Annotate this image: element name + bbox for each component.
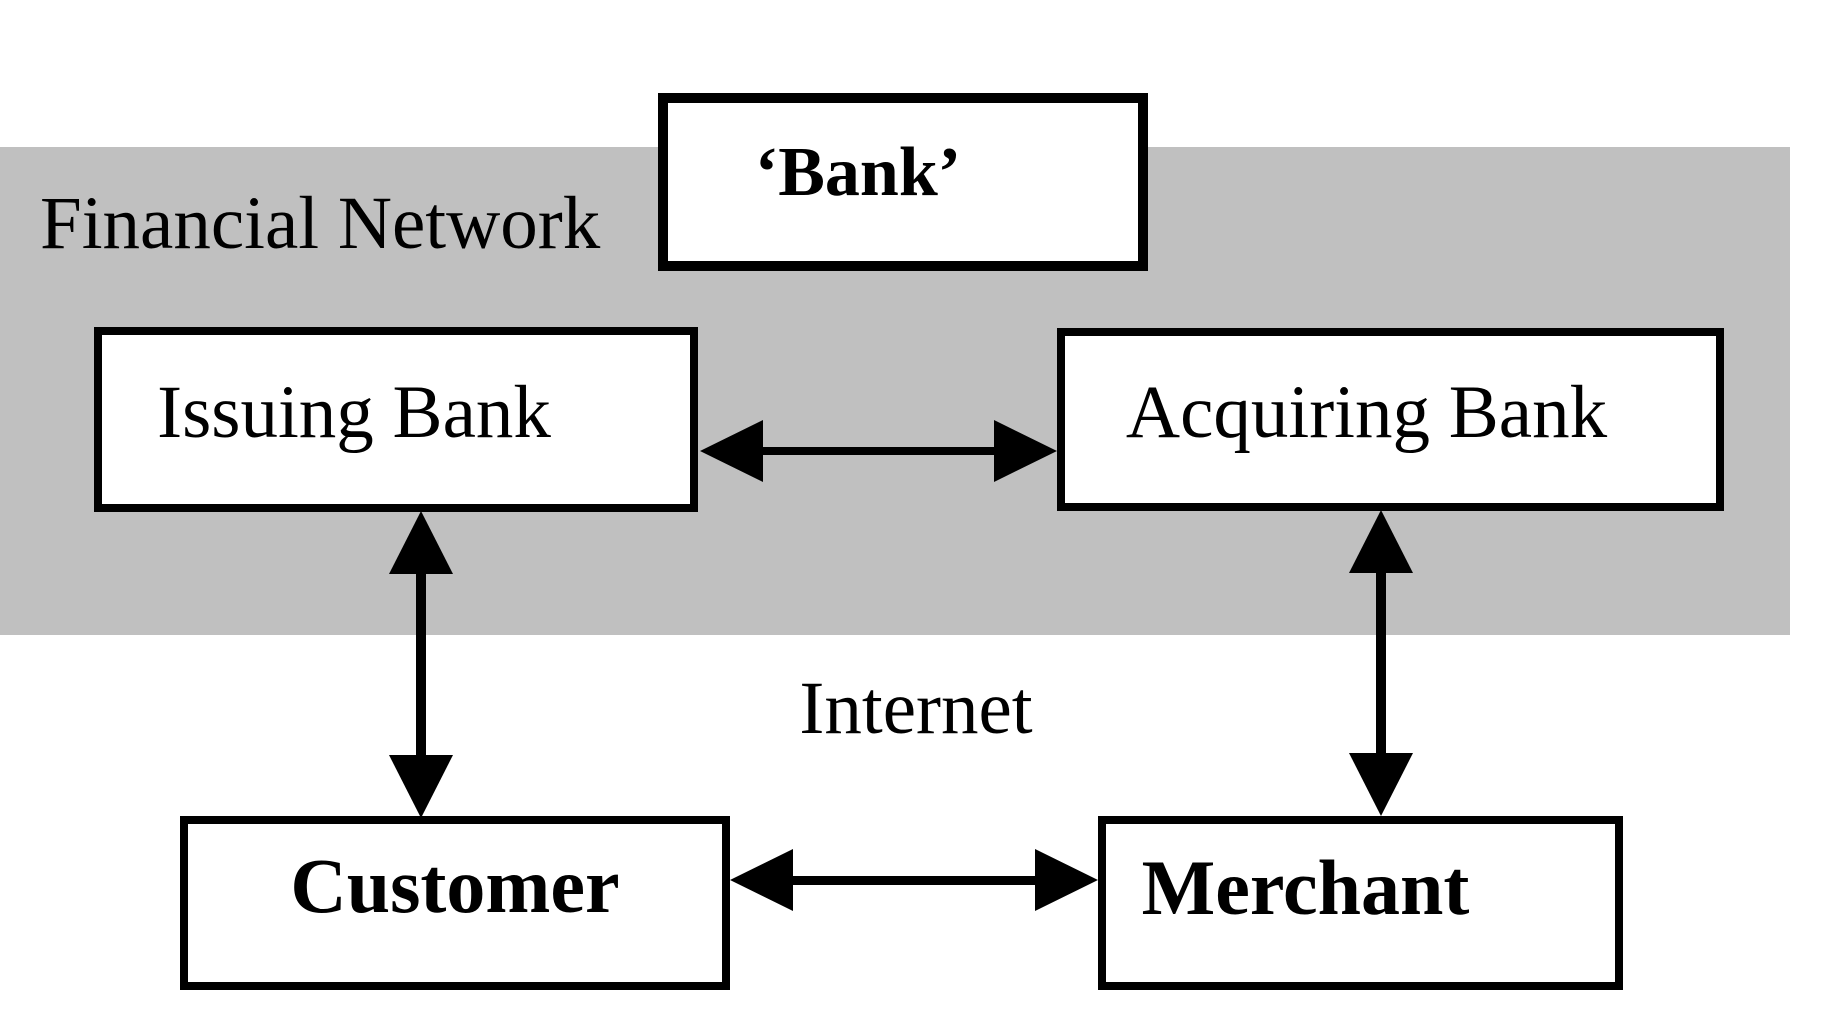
customer-node: Customer — [180, 816, 730, 990]
arrow-shaft — [745, 447, 1012, 455]
arrow-shaft — [775, 876, 1053, 885]
bank-node-label: ‘Bank’ — [754, 134, 962, 211]
arrowhead-east-icon — [1035, 849, 1098, 911]
acquiring-bank-node-label: Acquiring Bank — [1125, 371, 1608, 454]
issuing-bank-node: Issuing Bank — [94, 327, 698, 512]
arrowhead-south-icon — [1349, 753, 1413, 816]
financial-network-label: Financial Network — [40, 182, 601, 265]
merchant-node: Merchant — [1098, 816, 1623, 990]
merchant-node-label: Merchant — [1141, 844, 1470, 931]
bank-node: ‘Bank’ — [658, 93, 1148, 271]
arrow-acquiring-merchant — [1349, 510, 1413, 816]
arrow-shaft — [416, 556, 426, 773]
arrowhead-east-icon — [994, 420, 1057, 482]
arrow-customer-merchant — [730, 849, 1098, 911]
arrow-issuing-customer — [389, 511, 453, 818]
arrowhead-south-icon — [389, 755, 453, 818]
acquiring-bank-node: Acquiring Bank — [1057, 328, 1724, 511]
arrow-issuing-acquiring — [700, 420, 1057, 482]
arrow-shaft — [1376, 555, 1386, 771]
internet-label: Internet — [799, 667, 1033, 750]
customer-node-label: Customer — [290, 842, 620, 929]
issuing-bank-node-label: Issuing Bank — [157, 371, 551, 454]
